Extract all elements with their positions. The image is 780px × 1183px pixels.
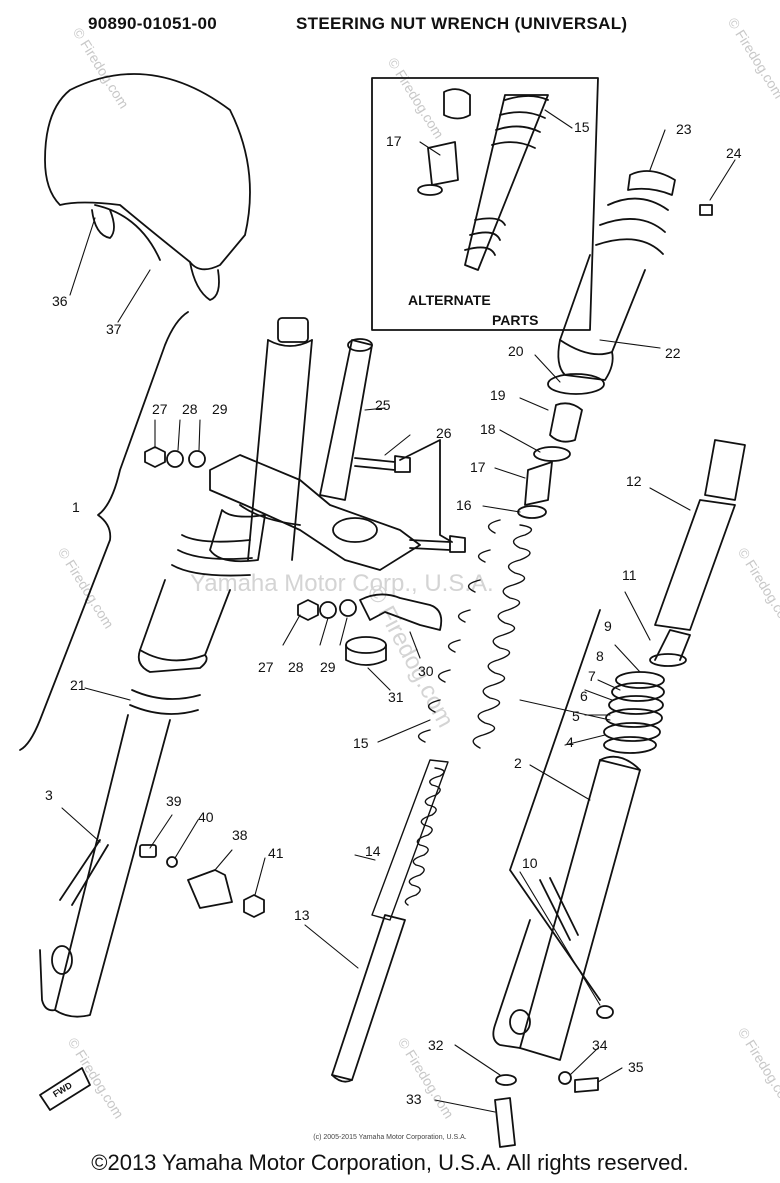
bolt-39 — [139, 844, 157, 858]
callout-32: 32 — [428, 1037, 444, 1053]
copyright: ©2013 Yamaha Motor Corporation, U.S.A. A… — [91, 1150, 689, 1175]
callout-20: 20 — [508, 343, 524, 359]
callout-8: 8 — [596, 648, 604, 664]
washer-28 — [166, 450, 184, 468]
clamp-38 — [187, 869, 233, 909]
callout-14: 14 — [365, 843, 381, 859]
callout-15-alt: 15 — [574, 119, 590, 135]
callout-17: 17 — [470, 459, 486, 475]
fork-spring-main — [417, 519, 533, 749]
callout-36: 36 — [52, 293, 68, 309]
small-copyright: (c) 2005-2015 Yamaha Motor Corporation, … — [313, 1134, 467, 1141]
fork-tube-12 — [654, 499, 736, 631]
callout-38: 38 — [232, 827, 248, 843]
right-fork-leg — [492, 755, 641, 1061]
callout-33: 33 — [406, 1091, 422, 1107]
bolt-33 — [494, 1097, 516, 1148]
callout-3: 3 — [45, 787, 53, 803]
callout-10: 10 — [522, 855, 538, 871]
tool-name: STEERING NUT WRENCH (UNIVERSAL) — [296, 14, 628, 33]
nut-41 — [243, 894, 265, 918]
callout-21: 21 — [70, 677, 86, 693]
washer-29 — [188, 450, 206, 468]
inner-tube-13 — [331, 914, 406, 1081]
bolt-35 — [574, 1077, 599, 1093]
callout-29b: 29 — [320, 659, 336, 675]
callout-11: 11 — [622, 567, 637, 583]
clamp-31 — [345, 636, 387, 654]
callout-13: 13 — [294, 907, 310, 923]
fork-boot-right — [557, 170, 713, 381]
callout-19: 19 — [490, 387, 506, 403]
bracket-30 — [359, 593, 443, 631]
callout-16: 16 — [456, 497, 472, 513]
washer-40 — [166, 856, 178, 868]
bolt-26b — [409, 535, 466, 553]
fwd-arrow — [39, 1067, 91, 1111]
callout-24: 24 — [726, 145, 742, 161]
yamaha-watermark: Yamaha Motor Corp., U.S.A. — [190, 570, 494, 597]
callout-31: 31 — [388, 689, 404, 705]
callout-15: 15 — [353, 735, 369, 751]
headlight-cover — [44, 73, 251, 301]
part-number: 90890-01051-00 — [88, 14, 217, 33]
callout-30: 30 — [418, 663, 434, 679]
damper-rod — [371, 759, 449, 921]
callout-17-alt: 17 — [386, 133, 402, 149]
alternate-box — [371, 77, 599, 331]
bracket-10 — [509, 609, 601, 1001]
callout-27b: 27 — [258, 659, 274, 675]
callout-22: 22 — [665, 345, 681, 361]
callout-41: 41 — [268, 845, 284, 861]
callout-29: 29 — [212, 401, 228, 417]
left-fork-tube — [39, 317, 313, 1018]
callout-2: 2 — [514, 755, 522, 771]
callout-25: 25 — [375, 397, 391, 413]
callout-7: 7 — [588, 668, 596, 684]
callout-34: 34 — [592, 1037, 608, 1053]
callout-26: 26 — [436, 425, 452, 441]
callout-5: 5 — [572, 708, 580, 724]
callout-28b: 28 — [288, 659, 304, 675]
nut-27 — [144, 446, 166, 468]
callout-35: 35 — [628, 1059, 644, 1075]
callout-18: 18 — [480, 421, 496, 437]
triple-clamp — [209, 338, 421, 571]
callout-40: 40 — [198, 809, 214, 825]
callout-23: 23 — [676, 121, 692, 137]
callout-4: 4 — [566, 734, 574, 750]
callout-12: 12 — [626, 473, 642, 489]
alternate-label-2: PARTS — [492, 312, 539, 328]
callout-9: 9 — [604, 618, 612, 634]
bracket-1 — [19, 311, 189, 751]
callout-28: 28 — [182, 401, 198, 417]
nut-27b — [297, 599, 319, 621]
callout-6: 6 — [580, 688, 588, 704]
alternate-label-1: ALTERNATE — [408, 292, 491, 308]
callout-27: 27 — [152, 401, 168, 417]
callout-39: 39 — [166, 793, 182, 809]
callout-1: 1 — [72, 499, 80, 515]
callout-37: 37 — [106, 321, 122, 337]
